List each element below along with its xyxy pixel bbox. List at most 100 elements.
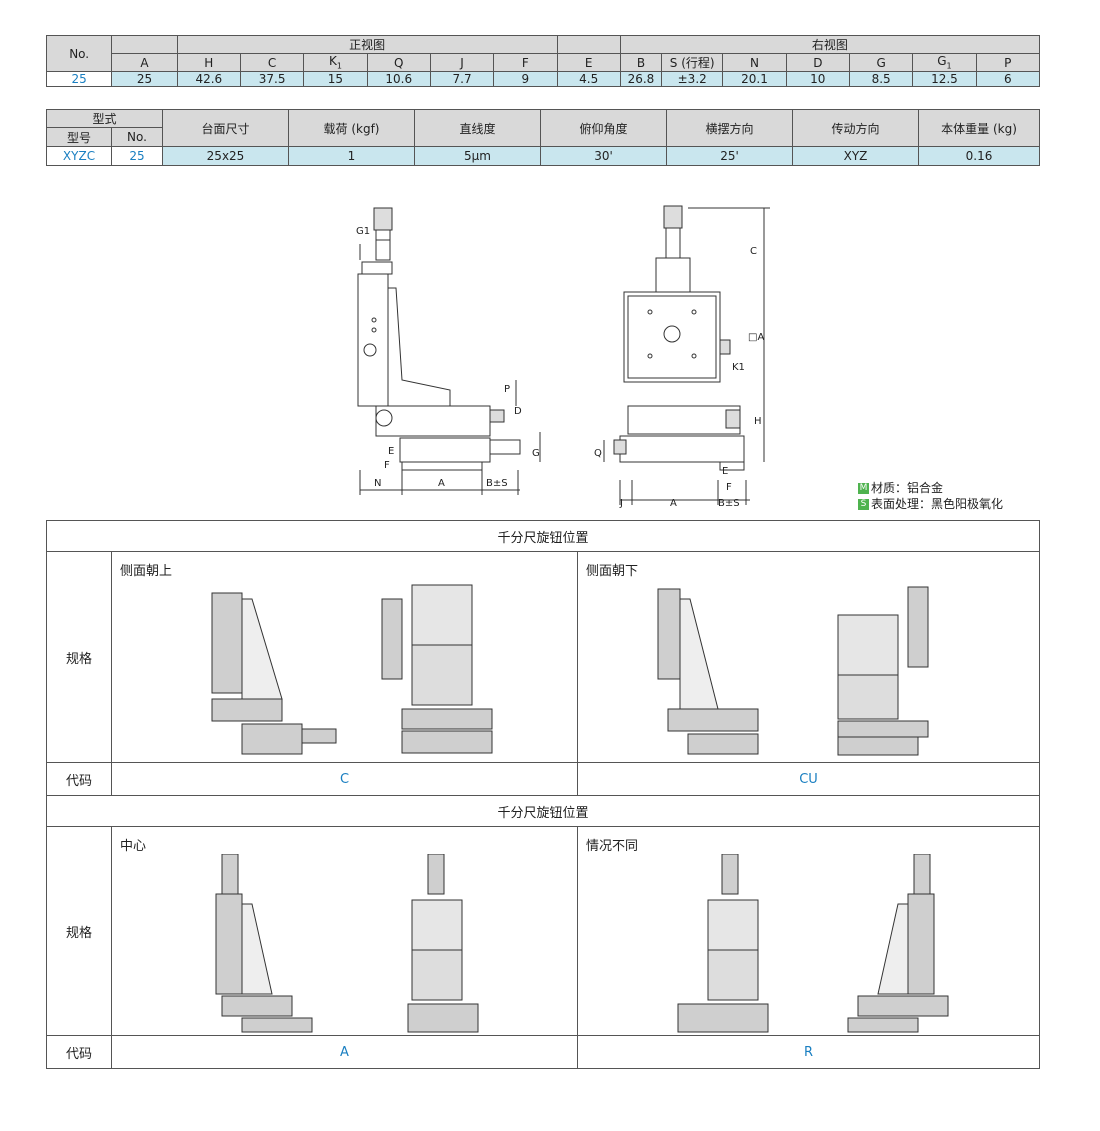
val-a: 25 (111, 71, 178, 87)
knob-title-2: 千分尺旋钮位置 (46, 795, 1040, 827)
dim-label-e: E (388, 446, 394, 457)
col-b: B (619, 53, 663, 72)
val-n: 20.1 (722, 71, 787, 87)
variant-image-c (211, 584, 493, 755)
col-j: J (429, 53, 495, 72)
spec-table: 型式 台面尺寸 载荷 (kgf) 直线度 俯仰角度 横摆方向 传动方向 本体重量… (46, 109, 1040, 166)
val-d: 10 (785, 71, 850, 87)
val-q: 10.6 (366, 71, 431, 87)
code-label-2: 代码 (46, 1035, 112, 1069)
side-dim-k1: K1 (732, 362, 745, 373)
front-view-header: 正视图 (176, 35, 558, 54)
variant-caption-a: 中心 (120, 839, 147, 854)
col-s: S (行程) (661, 53, 724, 72)
val-f: 9 (493, 71, 558, 87)
val-j: 7.7 (429, 71, 495, 87)
val-b: 26.8 (619, 71, 663, 87)
col-d: D (785, 53, 850, 72)
col-p: P (975, 53, 1041, 72)
row-no-2: 25 (111, 146, 163, 166)
side-dim-e: E (722, 466, 728, 477)
dim-label-g1: G1 (356, 226, 370, 237)
side-dim-bs: B±S (718, 498, 740, 509)
model-header: 型号 (46, 127, 112, 147)
knob-title-1: 千分尺旋钮位置 (46, 520, 1040, 552)
col-g: G (848, 53, 914, 72)
code-r: R (577, 1035, 1040, 1069)
col-c: C (239, 53, 305, 72)
front-view-drawing: G1 P D E F G N A B±S (356, 207, 541, 495)
type-header: 型式 (46, 109, 163, 128)
surface-text: 表面处理：黑色阳极氧化 (871, 497, 1004, 511)
col-n: N (722, 53, 787, 72)
variant-image-a (215, 854, 479, 1033)
col-a: A (111, 53, 178, 72)
col-g1: G1 (912, 53, 977, 72)
val-g: 8.5 (848, 71, 914, 87)
side-dim-q: Q (594, 448, 602, 459)
material-text: 材质：铝合金 (871, 481, 944, 495)
variant-cell-c: 侧面朝上 (111, 551, 578, 763)
side-dim-j: J (619, 498, 623, 509)
val-s: ±3.2 (661, 71, 724, 87)
code-a: A (111, 1035, 578, 1069)
spec-val-4: 25' (666, 146, 793, 166)
spec-label-1: 规格 (46, 551, 112, 763)
spec-header-6: 本体重量 (kg) (918, 109, 1040, 147)
spec-val-0: 25x25 (162, 146, 289, 166)
row-no: 25 (45, 71, 113, 87)
variant-image-r (677, 854, 949, 1033)
no-header-2: No. (111, 127, 163, 147)
variant-caption-cu: 侧面朝下 (586, 564, 639, 579)
knob-position-table: 千分尺旋钮位置 规格 侧面朝上 侧面朝下 (46, 520, 1040, 1069)
col-e: E (556, 53, 621, 72)
spec-val-2: 5μm (414, 146, 541, 166)
variant-image-cu (657, 586, 929, 756)
val-c: 37.5 (239, 71, 305, 87)
spec-val-3: 30' (540, 146, 667, 166)
code-c: C (111, 762, 578, 796)
side-dim-a: A (670, 498, 677, 509)
surface-tag: S (858, 499, 869, 510)
spec-header-3: 俯仰角度 (540, 109, 667, 147)
val-g1: 12.5 (912, 71, 977, 87)
val-e: 4.5 (556, 71, 621, 87)
side-dim-f: F (726, 482, 732, 493)
spec-header-2: 直线度 (414, 109, 541, 147)
code-label-1: 代码 (46, 762, 112, 796)
dim-label-g: G (532, 448, 540, 459)
dimension-table: No. 正视图 右视图 A H C K1 Q J F E B S (行程) N … (45, 35, 1041, 87)
row-model: XYZC (46, 146, 112, 166)
dim-label-a: A (438, 478, 445, 489)
col-q: Q (366, 53, 431, 72)
variant-caption-r: 情况不同 (586, 839, 639, 854)
right-view-header: 右视图 (619, 35, 1041, 54)
val-k1: 15 (303, 71, 368, 87)
val-h: 42.6 (176, 71, 241, 87)
variant-cell-r: 情况不同 (577, 826, 1040, 1036)
dim-label-d: D (514, 406, 522, 417)
spec-label-2: 规格 (46, 826, 112, 1036)
col-f: F (493, 53, 558, 72)
code-cu: CU (577, 762, 1040, 796)
col-k1: K1 (303, 53, 368, 72)
side-dim-c: C (750, 246, 757, 257)
side-dim-h: H (754, 416, 762, 427)
spec-header-5: 传动方向 (792, 109, 919, 147)
dim-label-p: P (504, 384, 510, 395)
spec-val-5: XYZ (792, 146, 919, 166)
material-tag: M (858, 483, 869, 494)
no-header: No. (45, 35, 113, 72)
spec-header-0: 台面尺寸 (162, 109, 289, 147)
col-h: H (176, 53, 241, 72)
spec-header-4: 横摆方向 (666, 109, 793, 147)
spec-val-6: 0.16 (918, 146, 1040, 166)
side-view-drawing: C □A K1 H Q E F J A B±S (594, 205, 770, 509)
dim-label-n: N (374, 478, 381, 489)
val-p: 6 (975, 71, 1041, 87)
spec-header-1: 载荷 (kgf) (288, 109, 415, 147)
dim-label-bs: B±S (486, 478, 508, 489)
